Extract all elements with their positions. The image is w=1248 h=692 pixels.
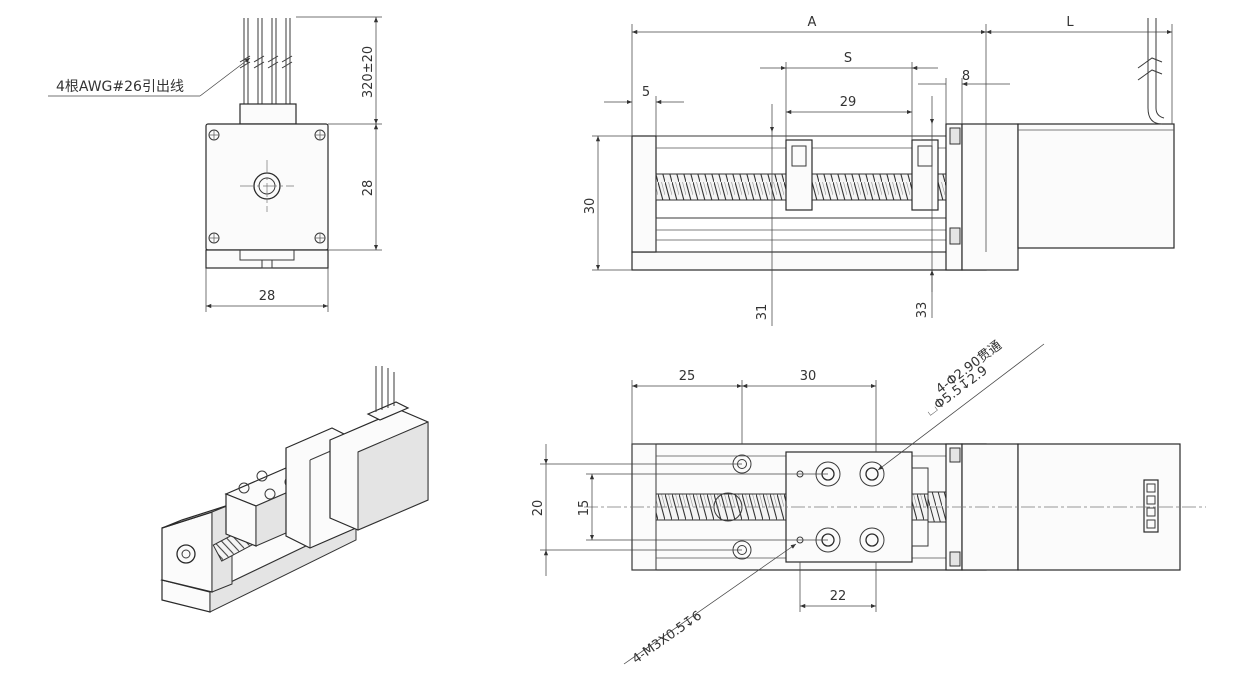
dim-31-label: 31 bbox=[755, 304, 770, 321]
wire-leads-label: 4根AWG#26引出线 bbox=[56, 79, 184, 95]
side-view: A L S 5 8 29 30 31 bbox=[583, 15, 1175, 326]
motor-height-label: 28 bbox=[361, 180, 376, 197]
dim-25-label: 25 bbox=[679, 369, 696, 384]
dim-30-height-label: 30 bbox=[583, 198, 598, 215]
dim-A-label: A bbox=[808, 15, 817, 30]
dim-29-label: 29 bbox=[840, 95, 857, 110]
front-view: 320±20 28 28 4根AWG#26引出线 bbox=[48, 16, 382, 312]
dim-30-pitch-label: 30 bbox=[800, 369, 817, 384]
dim-22-label: 22 bbox=[830, 589, 847, 604]
thread-callout: 4-M3X0.5↧6 bbox=[630, 608, 705, 667]
dim-5-label: 5 bbox=[642, 85, 650, 100]
motor-width-label: 28 bbox=[259, 289, 276, 304]
top-view: 25 30 20 15 22 4-Φ2.90贯通 ⌴Φ5.5↧2.9 4-M3X… bbox=[531, 338, 1206, 667]
isometric-view bbox=[160, 366, 429, 613]
dim-S-label: S bbox=[844, 51, 852, 66]
dim-L-label: L bbox=[1066, 15, 1074, 30]
dim-15-label: 15 bbox=[577, 500, 592, 517]
dim-20-label: 20 bbox=[531, 500, 546, 517]
lead-length-label: 320±20 bbox=[361, 46, 376, 98]
dim-33-label: 33 bbox=[915, 302, 930, 319]
lead-wires bbox=[239, 18, 293, 104]
dim-8-label: 8 bbox=[962, 69, 970, 84]
